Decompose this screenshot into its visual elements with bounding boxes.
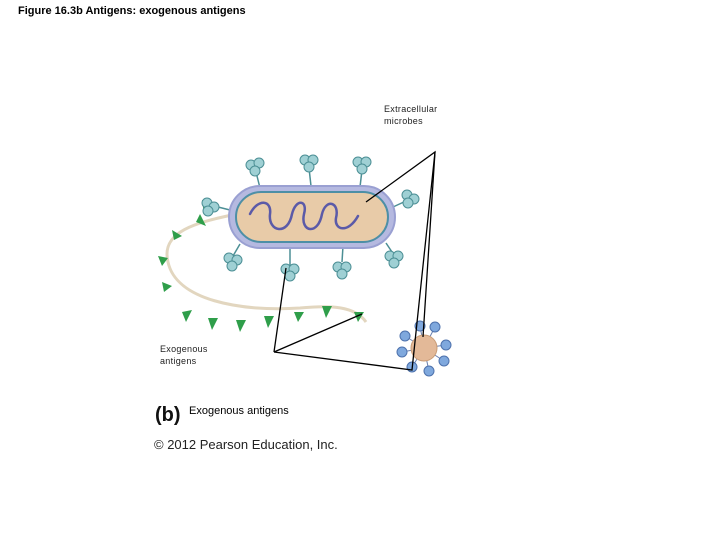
antigen-cluster — [223, 252, 243, 272]
antigen-cluster — [332, 261, 352, 280]
antigen-cluster — [245, 157, 265, 177]
antigen-cluster — [384, 250, 404, 269]
label-extracellular-microbes: Extracellular microbes — [384, 103, 454, 127]
bacterial-dna — [248, 201, 360, 231]
flagellum-antigen — [162, 282, 172, 292]
flagellum-antigen — [172, 230, 182, 240]
flagellum-antigen — [236, 320, 246, 332]
flagellum-antigen — [182, 310, 192, 322]
label-exogenous-antigens: Exogenous antigens — [160, 343, 230, 367]
panel-letter: (b) — [155, 404, 181, 426]
flagellum-antigen — [208, 318, 218, 330]
panel-caption: Exogenous antigens — [189, 405, 289, 417]
flagellum-antigen — [322, 306, 332, 318]
antigen-cluster — [352, 156, 372, 175]
surface-antigen-clusters — [201, 154, 420, 282]
antigen-cluster — [201, 197, 220, 217]
label-line: Exogenous — [160, 344, 208, 354]
leader-exogenous-2 — [273, 313, 363, 353]
flagellum-antigen — [158, 256, 168, 266]
label-line: antigens — [160, 356, 197, 366]
flagellum — [165, 212, 368, 323]
bacterium-cell-wall — [235, 191, 389, 243]
figure-title: Figure 16.3b Antigens: exogenous antigen… — [18, 5, 246, 17]
label-line: Extracellular — [384, 104, 438, 114]
flagellum-antigen — [264, 316, 274, 328]
antigen-cluster — [299, 154, 319, 173]
flagellum-antigen — [196, 214, 206, 226]
antigen-cluster — [401, 189, 420, 209]
copyright-notice: © 2012 Pearson Education, Inc. — [154, 437, 338, 452]
leader-extracellular-2 — [273, 151, 436, 371]
leader-exogenous — [273, 267, 287, 353]
free-antigen-core — [410, 334, 438, 362]
label-line: microbes — [384, 116, 423, 126]
flagellum-antigen — [294, 312, 304, 322]
leader-lines — [273, 150, 436, 371]
antigen-cluster — [280, 263, 300, 282]
